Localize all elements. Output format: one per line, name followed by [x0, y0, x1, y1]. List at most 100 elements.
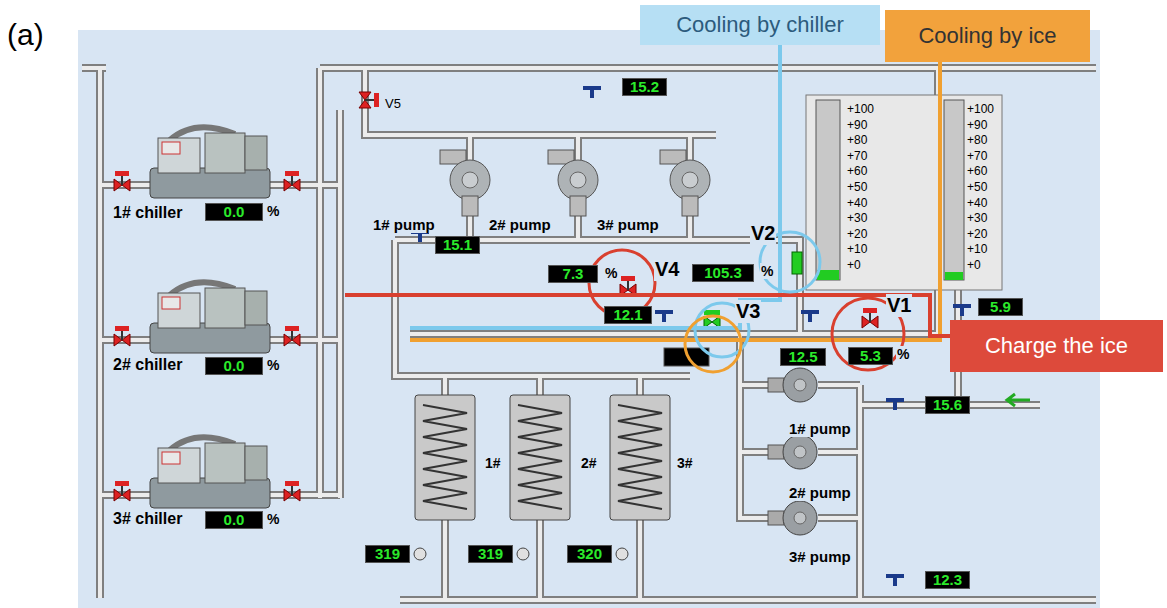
- node-text: 0.0: [224, 512, 245, 528]
- flow-arrow: [1007, 394, 1030, 406]
- scale-tick: +50: [846, 181, 868, 195]
- ice-charging-path: [345, 295, 950, 336]
- valve-symbol: [792, 252, 802, 274]
- node-text: 15.2: [630, 79, 659, 95]
- pump-symbol: [768, 501, 817, 535]
- display-box: 12.3: [925, 571, 970, 589]
- node-text: 7.3: [563, 266, 584, 282]
- callout-box: Cooling by chiller: [640, 5, 880, 45]
- pump-name: 3# pump: [788, 548, 852, 565]
- exchanger-name: 3#: [676, 455, 694, 471]
- scale-tick: +0: [846, 259, 862, 273]
- display-box: 7.3: [548, 265, 598, 283]
- scale-tick: +80: [966, 134, 988, 148]
- scale-tick: +30: [966, 212, 988, 226]
- chiller-name: 2# chiller: [112, 356, 183, 374]
- scale-tick: +30: [846, 212, 868, 226]
- sensor-symbols: [411, 88, 971, 586]
- node-text: 0.0: [224, 204, 245, 220]
- pump-symbol: [548, 150, 598, 216]
- display-box: 15.1: [435, 236, 480, 254]
- valve-symbol: [114, 326, 130, 346]
- panel-ground: [78, 30, 1100, 608]
- valve-name: V5: [384, 97, 402, 112]
- display-box: 0.0: [205, 511, 263, 529]
- chiller-name: 1# chiller: [112, 204, 183, 222]
- display-box: 0.0: [205, 203, 263, 221]
- scale-tick: +100: [846, 103, 875, 117]
- node-text: Charge the ice: [985, 333, 1128, 359]
- scale-tick: +70: [966, 150, 988, 164]
- heat-exchanger: [610, 395, 670, 520]
- valve-symbol: [284, 481, 300, 501]
- chiller-symbol: [150, 437, 270, 508]
- display-box: 5.3: [848, 347, 893, 365]
- scale-tick: +60: [966, 165, 988, 179]
- display-box: 319: [468, 545, 513, 563]
- valve-symbol: [284, 326, 300, 346]
- display-box: 15.6: [925, 396, 970, 414]
- pipe-outline: [82, 68, 1096, 600]
- display-box: 319: [365, 545, 410, 563]
- scale-tick: +40: [966, 197, 988, 211]
- node-text: 15.6: [933, 397, 962, 413]
- valve-symbol: [284, 171, 300, 191]
- node-text: 105.3: [704, 265, 742, 281]
- pump-symbol: [440, 150, 490, 216]
- exchanger-name: 2#: [580, 455, 598, 471]
- pump-name: 1# pump: [372, 216, 436, 233]
- node-text: 12.3: [933, 572, 962, 588]
- scale-tick: +80: [846, 134, 868, 148]
- node-text: 5.9: [990, 299, 1011, 315]
- exchanger-name: 1#: [484, 455, 502, 471]
- valve-symbol: [114, 481, 130, 501]
- node-text: 0.0: [224, 358, 245, 374]
- pump-symbol: [768, 435, 817, 469]
- valve-name: V3: [735, 300, 761, 323]
- valve-symbol: [359, 92, 379, 108]
- scale-tick: +60: [846, 165, 868, 179]
- scale-tick: +20: [966, 228, 988, 242]
- valve-symbol: [114, 171, 130, 191]
- display-box: 15.2: [622, 78, 667, 96]
- pump-name: 1# pump: [788, 420, 852, 437]
- valve-name: V2: [750, 222, 776, 245]
- scale-tick: +10: [846, 243, 868, 257]
- node-text: 12.5: [788, 349, 817, 365]
- scale-tick: +90: [966, 119, 988, 133]
- unit-sign: %: [896, 346, 910, 362]
- figure-letter: (a): [6, 18, 45, 53]
- pump-symbol: [660, 150, 710, 216]
- pump-symbol: [768, 368, 817, 402]
- heat-exchanger: [415, 395, 475, 520]
- ice-tank-gauge: [806, 95, 1002, 290]
- scale-tick: +100: [966, 103, 995, 117]
- scale-tick: +70: [846, 150, 868, 164]
- unit-sign: %: [604, 265, 618, 281]
- chiller-symbol: [150, 282, 270, 353]
- scale-tick: +0: [966, 259, 982, 273]
- display-box: 12.5: [780, 348, 826, 366]
- node-text: 15.1: [443, 237, 472, 253]
- display-box: 105.3: [692, 264, 754, 282]
- node-text: 319: [478, 546, 503, 562]
- pump-name: 2# pump: [488, 216, 552, 233]
- scale-tick: +40: [846, 197, 868, 211]
- chiller-symbol: [150, 127, 270, 198]
- pump-name: 3# pump: [596, 216, 660, 233]
- valve-symbol: [862, 308, 878, 328]
- scale-tick: +20: [846, 228, 868, 242]
- scale-tick: +90: [846, 119, 868, 133]
- valve-name: V4: [654, 258, 680, 281]
- node-text: 12.1: [613, 307, 642, 323]
- chiller-cooling-path: [410, 45, 780, 328]
- display-box: 320: [567, 545, 612, 563]
- heat-exchanger: [510, 395, 570, 520]
- valve-highlight-circles: [589, 232, 904, 372]
- callout-box: Cooling by ice: [885, 10, 1090, 62]
- pipe-fill: [82, 68, 1096, 600]
- node-text: 5.3: [860, 348, 881, 364]
- display-box: 0.0: [205, 357, 263, 375]
- scale-tick: +10: [966, 243, 988, 257]
